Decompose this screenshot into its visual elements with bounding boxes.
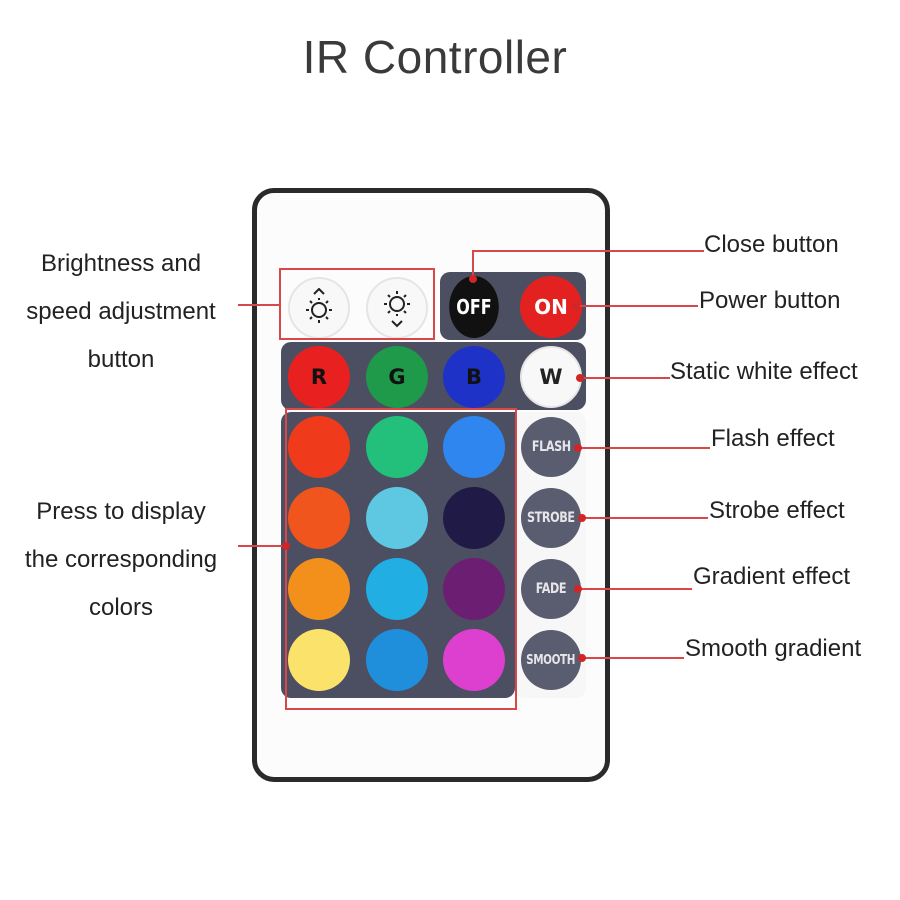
- close-connector: [473, 250, 704, 252]
- strobe-effect-label: Strobe effect: [709, 497, 845, 524]
- brightness-label-line: speed adjustment: [26, 298, 216, 325]
- color-button[interactable]: [366, 629, 428, 691]
- blue-button[interactable]: B: [443, 346, 505, 408]
- color-button[interactable]: [288, 416, 350, 478]
- power-connector: [576, 305, 698, 307]
- colors-dot: [282, 542, 290, 550]
- color-button[interactable]: [443, 487, 505, 549]
- strobe-dot: [578, 514, 586, 522]
- strobe-connector: [582, 517, 708, 519]
- static-white-connector: [580, 377, 670, 379]
- brightness-label-line: Brightness and: [40, 250, 202, 277]
- color-button[interactable]: [288, 558, 350, 620]
- smooth-connector: [582, 657, 684, 659]
- color-button[interactable]: [366, 487, 428, 549]
- off-button[interactable]: OFF: [449, 276, 499, 338]
- brightness-down-icon: [384, 291, 410, 328]
- colors-label-line: colors: [88, 594, 154, 621]
- close-connector-vertical: [472, 250, 474, 278]
- brightness-up-icon: [306, 288, 332, 323]
- flash-dot: [574, 444, 582, 452]
- smooth-button[interactable]: SMOOTH: [521, 630, 581, 690]
- gradient-effect-label: Gradient effect: [693, 563, 850, 590]
- fade-button-label: FADE: [535, 581, 567, 597]
- on-button[interactable]: ON: [520, 276, 582, 338]
- page-title: IR Controller: [302, 31, 568, 83]
- colors-label-line: Press to display: [36, 498, 206, 525]
- color-button[interactable]: [443, 416, 505, 478]
- flash-effect-label: Flash effect: [711, 425, 835, 452]
- static-white-dot: [576, 374, 584, 382]
- power-button-label: Power button: [699, 287, 841, 314]
- brightness-bracket: [279, 268, 435, 340]
- strobe-button-label: STROBE: [527, 510, 575, 526]
- white-button[interactable]: W: [520, 346, 582, 408]
- color-button[interactable]: [288, 629, 350, 691]
- red-button[interactable]: R: [288, 346, 350, 408]
- color-button[interactable]: [443, 629, 505, 691]
- fade-button[interactable]: FADE: [521, 559, 581, 619]
- color-button[interactable]: [366, 416, 428, 478]
- close-button-label: Close button: [704, 231, 839, 258]
- power-dot: [572, 302, 580, 310]
- colors-label-line: the corresponding: [24, 546, 218, 573]
- smooth-gradient-label: Smooth gradient: [685, 635, 862, 662]
- colors-connector: [238, 545, 286, 547]
- brightness-connector: [238, 304, 280, 306]
- flash-button[interactable]: FLASH: [521, 417, 581, 477]
- color-button[interactable]: [366, 558, 428, 620]
- close-dot: [469, 275, 477, 283]
- gradient-connector: [578, 588, 692, 590]
- smooth-button-label: SMOOTH: [526, 652, 576, 668]
- colors-bracket: [285, 408, 517, 710]
- flash-button-label: FLASH: [531, 439, 571, 455]
- colors-label: Press to display the corresponding color…: [4, 488, 238, 632]
- color-button[interactable]: [288, 487, 350, 549]
- smooth-dot: [578, 654, 586, 662]
- green-button[interactable]: G: [366, 346, 428, 408]
- gradient-dot: [574, 585, 582, 593]
- static-white-label: Static white effect: [670, 358, 858, 385]
- brightness-label: Brightness and speed adjustment button: [4, 240, 238, 384]
- strobe-button[interactable]: STROBE: [521, 488, 581, 548]
- flash-connector: [578, 447, 710, 449]
- brightness-label-line: button: [87, 346, 155, 373]
- color-button[interactable]: [443, 558, 505, 620]
